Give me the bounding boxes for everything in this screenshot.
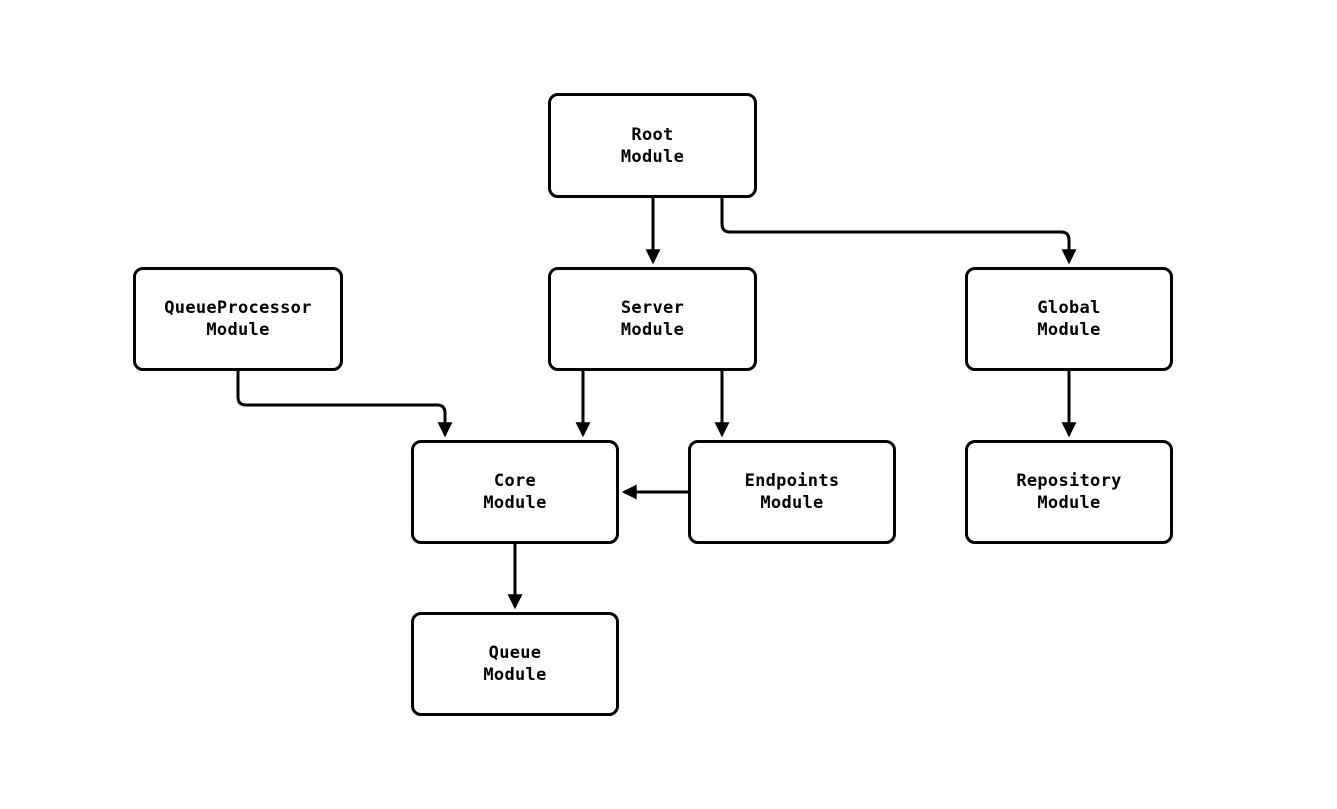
node-global-module-label: Global Module xyxy=(1037,298,1101,340)
node-server-module: Server Module xyxy=(548,267,757,371)
node-root-module-label: Root Module xyxy=(620,124,685,167)
node-queueprocessor-module: QueueProcessor Module xyxy=(133,267,343,371)
node-queueprocessor-module-label: QueueProcessor Module xyxy=(164,298,312,340)
node-endpoints-module: Endpoints Module xyxy=(688,440,896,544)
node-queue-module-label: Queue Module xyxy=(483,643,547,685)
edge-root-to-global xyxy=(720,198,1077,265)
node-global-module: Global Module xyxy=(965,267,1173,371)
node-repository-module: Repository Module xyxy=(965,440,1173,544)
node-server-module-label: Server Module xyxy=(620,298,685,340)
node-repository-module-label: Repository Module xyxy=(1016,471,1122,513)
node-core-module: Core Module xyxy=(411,440,619,544)
node-root-module: Root Module xyxy=(548,93,757,198)
edge-queueprocessor-to-core xyxy=(236,371,453,438)
node-core-module-label: Core Module xyxy=(483,471,547,513)
node-endpoints-module-label: Endpoints Module xyxy=(744,471,840,513)
node-queue-module: Queue Module xyxy=(411,612,619,716)
